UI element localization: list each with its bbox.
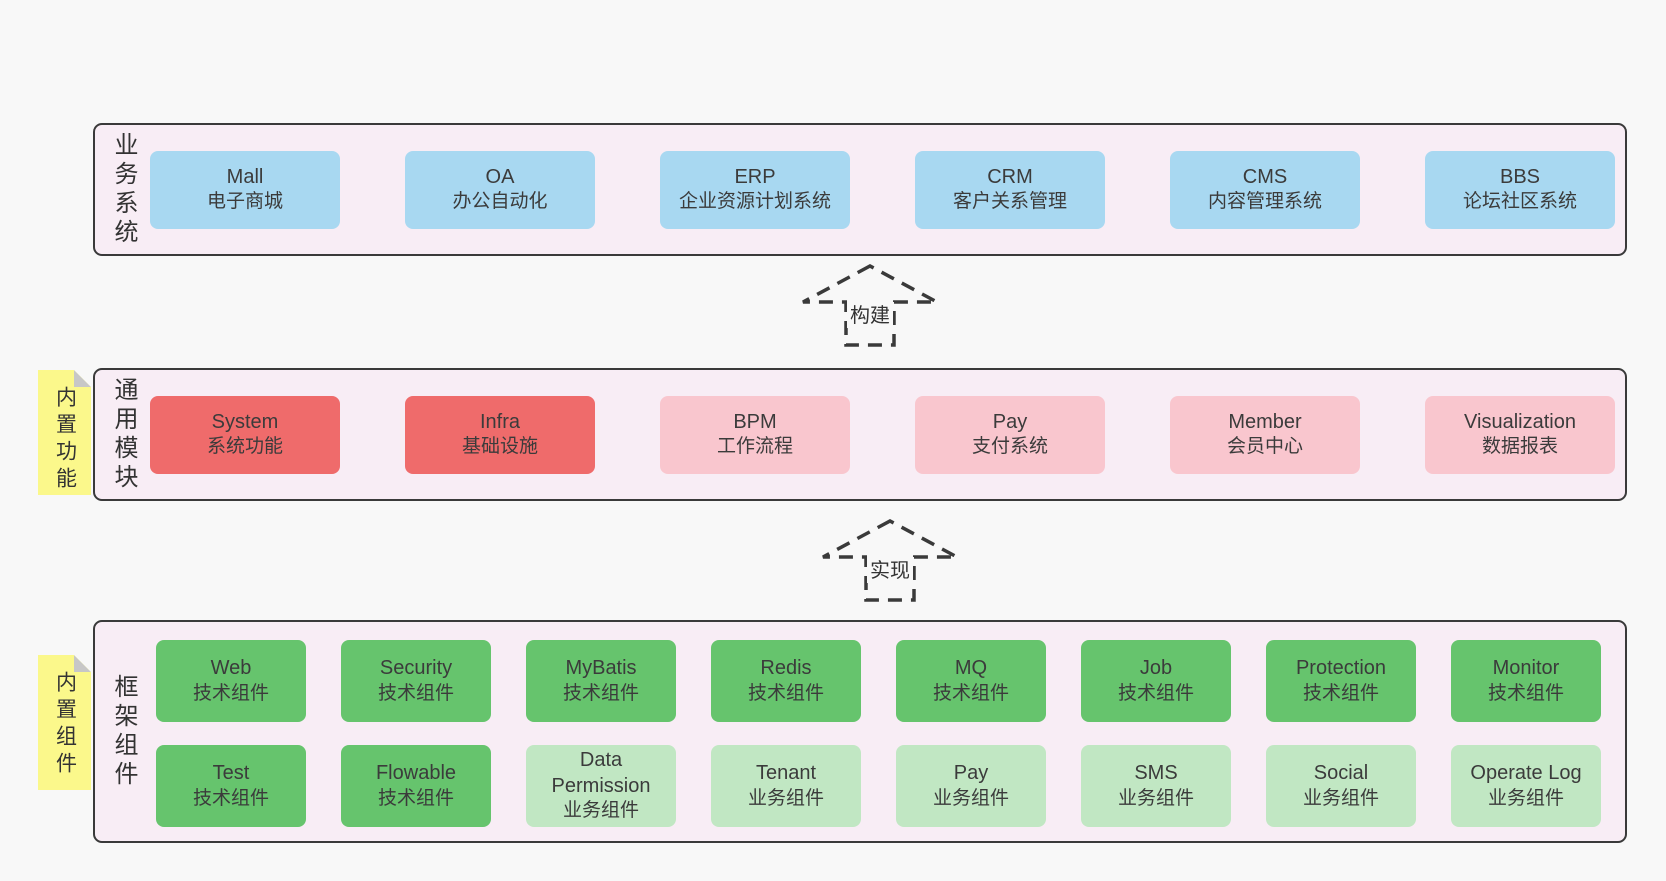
band-business-systems: 业务系统 Mall 电子商城 OA 办公自动化 ERP 企业资源计划系统 CRM… xyxy=(93,123,1627,256)
box-redis: Redis 技术组件 xyxy=(711,640,861,722)
box-mall: Mall 电子商城 xyxy=(150,150,340,229)
box-monitor: Monitor 技术组件 xyxy=(1451,640,1601,722)
band-common-modules: 通用模块 System 系统功能 Infra 基础设施 BPM 工作流程 Pay… xyxy=(93,368,1627,501)
box-mybatis: MyBatis 技术组件 xyxy=(526,640,676,722)
box-bbs: BBS 论坛社区系统 xyxy=(1425,150,1615,229)
sticky-note-builtin-features: 内置功能 xyxy=(38,370,91,495)
business-systems-row: Mall 电子商城 OA 办公自动化 ERP 企业资源计划系统 CRM 客户关系… xyxy=(150,125,1615,254)
box-social: Social 业务组件 xyxy=(1266,745,1416,827)
band-label-common-modules: 通用模块 xyxy=(110,376,137,493)
common-modules-row: System 系统功能 Infra 基础设施 BPM 工作流程 Pay 支付系统… xyxy=(150,370,1615,499)
box-cms: CMS 内容管理系统 xyxy=(1170,150,1360,229)
box-visualization: Visualization 数据报表 xyxy=(1425,395,1615,474)
box-member: Member 会员中心 xyxy=(1170,395,1360,474)
arrow-build-label: 构建 xyxy=(847,299,893,328)
box-protection: Protection 技术组件 xyxy=(1266,640,1416,722)
sticky-note-text: 内置功能 xyxy=(53,386,77,494)
box-mq: MQ 技术组件 xyxy=(896,640,1046,722)
arrow-implement: 实现 xyxy=(820,518,960,603)
box-crm: CRM 客户关系管理 xyxy=(915,150,1105,229)
framework-components-grid: Web 技术组件 Security 技术组件 MyBatis 技术组件 Redi… xyxy=(156,640,1601,827)
box-erp: ERP 企业资源计划系统 xyxy=(660,150,850,229)
box-operate-log: Operate Log 业务组件 xyxy=(1451,745,1601,827)
framework-row-2: Test 技术组件 Flowable 技术组件 Data Permission … xyxy=(156,745,1601,827)
arrow-implement-label: 实现 xyxy=(867,554,913,583)
box-job: Job 技术组件 xyxy=(1081,640,1231,722)
dashed-up-arrow-icon xyxy=(822,519,958,602)
box-web: Web 技术组件 xyxy=(156,640,306,722)
box-test: Test 技术组件 xyxy=(156,745,306,827)
dashed-up-arrow-icon xyxy=(802,264,938,347)
arrow-build: 构建 xyxy=(800,263,940,348)
sticky-note-text: 内置组件 xyxy=(53,671,77,779)
band-framework-components: 框架组件 Web 技术组件 Security 技术组件 MyBatis 技术组件… xyxy=(93,620,1627,843)
box-security: Security 技术组件 xyxy=(341,640,491,722)
band-label-framework-components: 框架组件 xyxy=(110,673,137,790)
framework-row-1: Web 技术组件 Security 技术组件 MyBatis 技术组件 Redi… xyxy=(156,640,1601,722)
box-oa: OA 办公自动化 xyxy=(405,150,595,229)
box-infra: Infra 基础设施 xyxy=(405,395,595,474)
folded-corner-icon xyxy=(74,370,91,387)
box-tenant: Tenant 业务组件 xyxy=(711,745,861,827)
box-bpm: BPM 工作流程 xyxy=(660,395,850,474)
sticky-note-builtin-components: 内置组件 xyxy=(38,655,91,790)
folded-corner-icon xyxy=(74,655,91,672)
band-label-business-systems: 业务系统 xyxy=(110,131,137,248)
box-system: System 系统功能 xyxy=(150,395,340,474)
box-pay-component: Pay 业务组件 xyxy=(896,745,1046,827)
box-data-permission: Data Permission 业务组件 xyxy=(526,745,676,827)
box-pay-module: Pay 支付系统 xyxy=(915,395,1105,474)
box-flowable: Flowable 技术组件 xyxy=(341,745,491,827)
box-sms: SMS 业务组件 xyxy=(1081,745,1231,827)
